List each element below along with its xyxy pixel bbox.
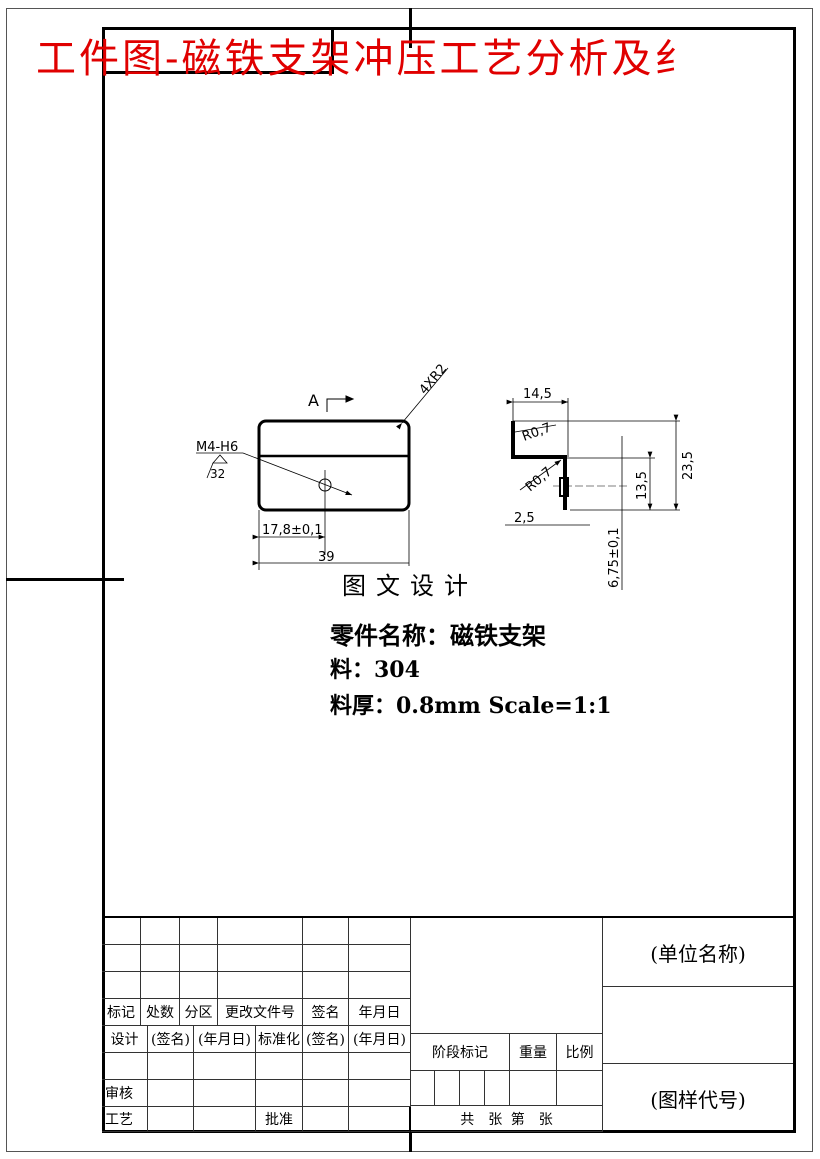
drawing-code: (图样代号): [650, 1087, 746, 1112]
weight-label: 重量: [510, 1034, 557, 1071]
stage-mark-label: 阶段标记: [411, 1034, 510, 1071]
lower-height-dimension: 13,5: [635, 471, 650, 500]
rev-header-count: 处数: [141, 999, 180, 1026]
bend-radius-top: R0,7: [520, 420, 553, 444]
bend-radius-bottom: R0,7: [523, 464, 555, 495]
drawing-name-area: [603, 987, 793, 1064]
bottom-center-mark: [409, 1132, 412, 1152]
thread-note: M4-H6: [196, 440, 238, 455]
design-label: 设计: [102, 1026, 148, 1053]
left-center-mark: [6, 578, 124, 581]
side-view: [505, 398, 680, 590]
design-date: (年月日): [194, 1026, 256, 1053]
scale-value: [557, 1071, 603, 1106]
offset-dimension: 2,5: [514, 511, 535, 526]
front-view: [196, 367, 449, 570]
approve-label: 批准: [256, 1107, 303, 1132]
part-name: 零件名称：磁铁支架: [330, 621, 546, 650]
material-mark-area: [411, 918, 603, 1034]
top-left-label-box: [102, 27, 334, 74]
rev-header-zone: 分区: [180, 999, 218, 1026]
watermark-text: 图文设计: [338, 566, 482, 601]
part-thickness-scale: 料厚：0.8mm Scale=1:1: [330, 693, 612, 719]
weight-value: [510, 1071, 557, 1106]
roughness-value: 32: [210, 467, 225, 481]
rev-header-mark: 标记: [102, 999, 141, 1026]
document-title: 工件图-磁铁支架冲压工艺分析及纟: [36, 36, 698, 82]
standardization-date: (年月日): [349, 1026, 411, 1053]
standardization-label: 标准化: [256, 1026, 303, 1053]
hole-position-dimension: 17,8±0,1: [262, 523, 323, 538]
top-width-dimension: 14,5: [523, 387, 552, 402]
process-label: 工艺: [102, 1107, 148, 1132]
part-material: 料：304: [330, 657, 420, 683]
company-name: (单位名称): [603, 918, 793, 987]
overall-width-dimension: 39: [318, 550, 335, 565]
design-signature: (签名): [148, 1026, 194, 1053]
sheet-count: 共 张 第 张: [411, 1106, 603, 1132]
corner-radius-note: 4XR2: [417, 362, 451, 398]
top-center-mark: [409, 8, 412, 48]
rev-header-doc-no: 更改文件号: [218, 999, 303, 1026]
scale-label: 比例: [557, 1034, 603, 1071]
rev-header-date: 年月日: [349, 999, 411, 1026]
section-label: A: [308, 391, 319, 410]
total-height-dimension: 23,5: [681, 451, 696, 480]
standardization-signature: (签名): [303, 1026, 349, 1053]
review-label: 审核: [102, 1080, 148, 1107]
rev-header-signature: 签名: [303, 999, 349, 1026]
title-block: 标记 处数 分区 更改文件号 签名 年月日 设计 (签名) (年月日) 标准化 …: [102, 916, 796, 1133]
hole-height-dimension: 6,75±0,1: [607, 527, 622, 588]
